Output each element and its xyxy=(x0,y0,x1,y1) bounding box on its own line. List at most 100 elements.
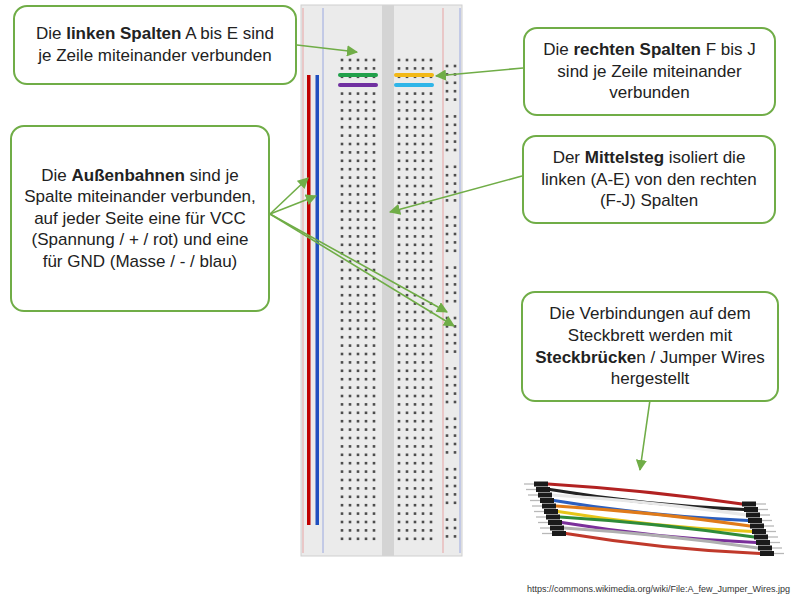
breadboard-hole xyxy=(349,151,352,154)
breadboard-hole xyxy=(349,412,352,415)
breadboard-hole xyxy=(454,485,457,488)
breadboard-hole xyxy=(406,336,409,339)
breadboard-hole xyxy=(341,126,344,129)
breadboard-hole xyxy=(406,496,409,499)
breadboard-hole xyxy=(406,134,409,137)
breadboard-hole xyxy=(373,126,376,129)
breadboard-hole xyxy=(454,518,457,521)
breadboard-hole xyxy=(398,386,401,389)
wire-pin xyxy=(768,536,778,537)
breadboard-hole xyxy=(365,378,368,381)
breadboard-hole xyxy=(341,227,344,230)
breadboard-hole xyxy=(341,235,344,238)
breadboard-hole xyxy=(422,143,425,146)
breadboard-hole xyxy=(446,392,449,395)
wire-pin xyxy=(764,525,774,526)
breadboard-hole xyxy=(414,118,417,121)
breadboard-hole xyxy=(349,235,352,238)
breadboard-hole xyxy=(398,353,401,356)
breadboard-hole xyxy=(414,386,417,389)
breadboard-hole xyxy=(365,109,368,112)
breadboard-hole xyxy=(406,168,409,171)
breadboard-hole xyxy=(365,101,368,104)
breadboard-hole xyxy=(357,244,360,247)
callout-text: Die rechten Spalten F bis J sind je Zeil… xyxy=(537,39,762,104)
breadboard-hole xyxy=(446,426,449,429)
breadboard-hole xyxy=(341,470,344,473)
breadboard-hole xyxy=(349,134,352,137)
breadboard-hole xyxy=(430,59,433,62)
breadboard-hole xyxy=(373,67,376,70)
breadboard-hole xyxy=(422,286,425,289)
breadboard-hole xyxy=(454,98,457,101)
breadboard-hole xyxy=(341,134,344,137)
breadboard-hole xyxy=(365,176,368,179)
breadboard-hole xyxy=(341,151,344,154)
callout-box: Die Außenbahnen sind je Spalte miteinand… xyxy=(10,125,270,312)
breadboard-hole xyxy=(454,443,457,446)
breadboard-hole xyxy=(406,126,409,129)
breadboard-hole xyxy=(341,109,344,112)
breadboard-hole xyxy=(414,277,417,280)
breadboard-hole xyxy=(349,361,352,364)
breadboard-hole xyxy=(341,412,344,415)
breadboard-hole xyxy=(422,395,425,398)
breadboard-hole xyxy=(422,252,425,255)
breadboard-hole xyxy=(446,317,449,320)
breadboard-hole xyxy=(349,126,352,129)
rail-line xyxy=(303,8,304,553)
breadboard-hole xyxy=(422,67,425,70)
breadboard-hole xyxy=(349,403,352,406)
breadboard-hole xyxy=(341,403,344,406)
breadboard-hole xyxy=(398,92,401,95)
breadboard-hole xyxy=(406,252,409,255)
breadboard-hole xyxy=(349,193,352,196)
breadboard-hole xyxy=(430,260,433,263)
breadboard-hole xyxy=(414,185,417,188)
wire-plug xyxy=(552,531,566,536)
breadboard-hole xyxy=(398,244,401,247)
breadboard-hole xyxy=(414,412,417,415)
breadboard-hole xyxy=(365,227,368,230)
breadboard-hole xyxy=(349,286,352,289)
wire-pin xyxy=(528,494,538,495)
breadboard-hole xyxy=(414,353,417,356)
breadboard-hole xyxy=(373,92,376,95)
breadboard-hole xyxy=(406,386,409,389)
breadboard-hole xyxy=(365,202,368,205)
breadboard-hole xyxy=(398,67,401,70)
breadboard-hole xyxy=(430,420,433,423)
breadboard-hole xyxy=(414,512,417,515)
breadboard-hole xyxy=(414,445,417,448)
breadboard-hole xyxy=(454,502,457,505)
breadboard-hole xyxy=(357,437,360,440)
breadboard-hole xyxy=(365,386,368,389)
breadboard-hole xyxy=(406,521,409,524)
breadboard-hole xyxy=(422,126,425,129)
breadboard-hole xyxy=(454,216,457,219)
breadboard-hole xyxy=(406,118,409,121)
breadboard-hole xyxy=(398,521,401,524)
vcc-rail-wire xyxy=(307,75,311,525)
breadboard-hole xyxy=(406,302,409,305)
breadboard-hole xyxy=(398,59,401,62)
breadboard-hole xyxy=(341,512,344,515)
breadboard-hole xyxy=(454,224,457,227)
breadboard-hole xyxy=(422,109,425,112)
breadboard-hole xyxy=(349,202,352,205)
breadboard-hole xyxy=(406,269,409,272)
rail-line xyxy=(443,8,444,553)
breadboard-hole xyxy=(398,378,401,381)
breadboard-hole xyxy=(357,193,360,196)
breadboard-hole xyxy=(430,185,433,188)
breadboard-hole xyxy=(349,344,352,347)
breadboard-hole xyxy=(414,202,417,205)
breadboard-hole xyxy=(365,252,368,255)
breadboard-hole xyxy=(398,487,401,490)
breadboard-hole xyxy=(357,454,360,457)
breadboard-hole xyxy=(357,319,360,322)
breadboard-hole xyxy=(454,82,457,85)
breadboard-hole xyxy=(349,504,352,507)
breadboard-hole xyxy=(365,395,368,398)
breadboard-hole xyxy=(454,275,457,278)
